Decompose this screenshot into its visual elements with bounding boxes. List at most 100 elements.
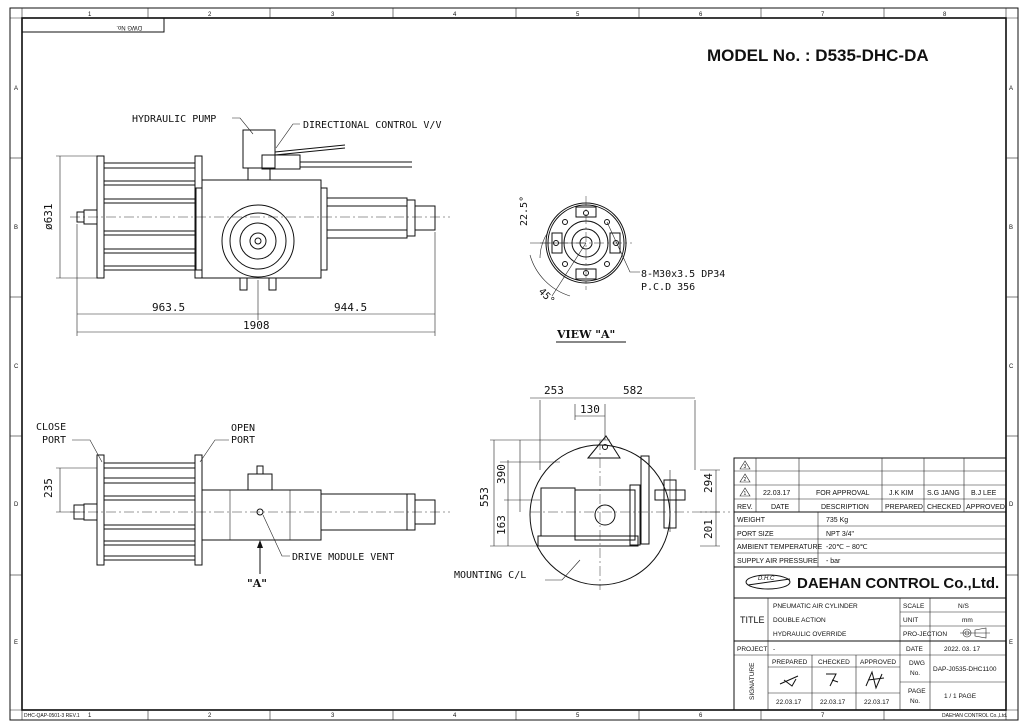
label-open-port-2: PORT	[231, 435, 255, 446]
scale-value: N/S	[958, 603, 970, 610]
spec-port-value: NPT 3/4"	[826, 531, 855, 538]
title-line-3: HYDRAULIC OVERRIDE	[773, 631, 847, 638]
page-value: 1 / 1 PAGE	[944, 693, 977, 700]
view-a-flange	[529, 196, 640, 297]
dwg-no-box	[21, 17, 165, 33]
unit-value: mm	[962, 617, 973, 624]
spec-weight-value: 735 Kg	[826, 517, 848, 524]
view-a-title: VIEW "A"	[556, 328, 615, 341]
view-a-angle-2: 45°	[536, 286, 557, 307]
dim-diameter: ø631	[42, 204, 55, 231]
spec-weight-label: WEIGHT	[737, 517, 766, 524]
col-label: 4	[453, 12, 457, 18]
scale-label: SCALE	[903, 603, 925, 610]
label-open-port-1: OPEN	[231, 423, 255, 434]
view-a-bolt-spec: 8-M30x3.5 DP34	[641, 269, 725, 280]
dim-130: 130	[580, 403, 600, 416]
col-label: 3	[331, 713, 335, 719]
row-label: E	[14, 640, 18, 646]
col-label: 1	[88, 12, 92, 18]
rev1-description: FOR APPROVAL	[816, 490, 870, 497]
date-label: DATE	[906, 646, 924, 653]
rev-mark-2: 2	[744, 477, 747, 483]
row-label: E	[1009, 640, 1013, 646]
col-label: 2	[208, 713, 212, 719]
dim-582: 582	[623, 384, 643, 397]
rev-header-date: DATE	[771, 504, 789, 511]
row-label: C	[14, 364, 19, 370]
rev1-prepared: J.K KIM	[889, 490, 914, 497]
view-a-pcd: P.C.D 356	[641, 282, 695, 293]
sig-date-prepared: 22.03.17	[776, 699, 802, 706]
sig-header-prepared: PREPARED	[772, 659, 808, 666]
spec-temp-label: AMBIENT TEMPERATURE	[737, 544, 823, 551]
project-label: PROJECT	[737, 646, 767, 653]
projection-symbol-icon	[960, 627, 990, 639]
row-label: D	[14, 502, 19, 508]
row-label: D	[1009, 502, 1014, 508]
bottom-view	[56, 454, 450, 574]
dim-201: 201	[702, 519, 715, 539]
page-label-1: PAGE	[908, 688, 926, 695]
rev-header-approved: APPROVED	[966, 504, 1005, 511]
company-logo: D.H.C	[745, 574, 791, 590]
row-label: A	[1009, 86, 1013, 92]
dwg-label-2: No.	[910, 670, 920, 677]
project-value: -	[773, 646, 775, 653]
logo-text: D.H.C	[758, 576, 775, 582]
row-label: A	[14, 86, 18, 92]
col-label: 4	[453, 713, 457, 719]
dim-294: 294	[702, 473, 715, 493]
row-label: B	[1009, 225, 1013, 231]
rev-mark-1: 1	[744, 491, 747, 497]
footer-left: DHC-QAP-0501-3 REV.1	[24, 713, 80, 719]
spec-pressure-label: SUPPLY AIR PRESSURE	[737, 558, 818, 565]
side-view	[490, 397, 730, 590]
col-label: 2	[208, 12, 212, 18]
col-label: 8	[943, 12, 947, 18]
spec-pressure-value: - bar	[826, 558, 841, 565]
signature-prepared	[779, 675, 799, 687]
row-label: C	[1009, 364, 1014, 370]
col-label: 1	[88, 713, 92, 719]
rev1-approved: B.J LEE	[971, 490, 997, 497]
signature-checked	[826, 673, 839, 687]
dim-left-length: 963.5	[152, 301, 185, 314]
dim-right-length: 944.5	[334, 301, 367, 314]
row-label: B	[14, 225, 18, 231]
sig-date-approved: 22.03.17	[864, 699, 890, 706]
label-mounting-cl: MOUNTING C/L	[454, 570, 526, 581]
title-block-grid	[733, 457, 1007, 711]
page-label-2: No.	[910, 698, 920, 705]
label-directional-valve: DIRECTIONAL CONTROL V/V	[303, 120, 441, 131]
title-line-1: PNEUMATIC AIR CYLINDER	[773, 603, 858, 610]
col-label: 7	[821, 12, 825, 18]
col-label: 5	[576, 12, 580, 18]
title-label: TITLE	[740, 615, 765, 625]
footer-right: DAEHAN CONTROL Co.,Ltd.	[942, 713, 1007, 719]
spec-port-label: PORT SIZE	[737, 531, 774, 538]
dim-253: 253	[544, 384, 564, 397]
title-line-2: DOUBLE ACTION	[773, 617, 826, 624]
rev1-checked: S.G JANG	[927, 490, 960, 497]
company-name: DAEHAN CONTROL Co.,Ltd.	[797, 575, 999, 592]
rev-mark-3: 3	[744, 464, 747, 470]
signature-label: SIGNATURE	[749, 662, 756, 700]
dim-total-length: 1908	[243, 319, 270, 332]
dim-553: 553	[478, 487, 491, 507]
label-view-a-marker: "A"	[247, 577, 267, 590]
signature-approved	[865, 670, 885, 690]
dim-163: 163	[495, 515, 508, 535]
dwg-value: DAP-J0535-DHC1100	[933, 666, 997, 673]
sig-header-checked: CHECKED	[818, 659, 850, 666]
projection-label: PRO-JECTION	[903, 631, 947, 638]
outer-border	[9, 7, 1019, 721]
sig-date-checked: 22.03.17	[820, 699, 846, 706]
top-view	[56, 129, 450, 336]
rev-header-description: DESCRIPTION	[821, 504, 869, 511]
dim-235: 235	[42, 478, 55, 498]
spec-temp-value: -20℃ ~ 80℃	[826, 544, 868, 551]
date-value: 2022. 03. 17	[944, 646, 981, 653]
col-label: 6	[699, 12, 703, 18]
dim-390: 390	[495, 464, 508, 484]
